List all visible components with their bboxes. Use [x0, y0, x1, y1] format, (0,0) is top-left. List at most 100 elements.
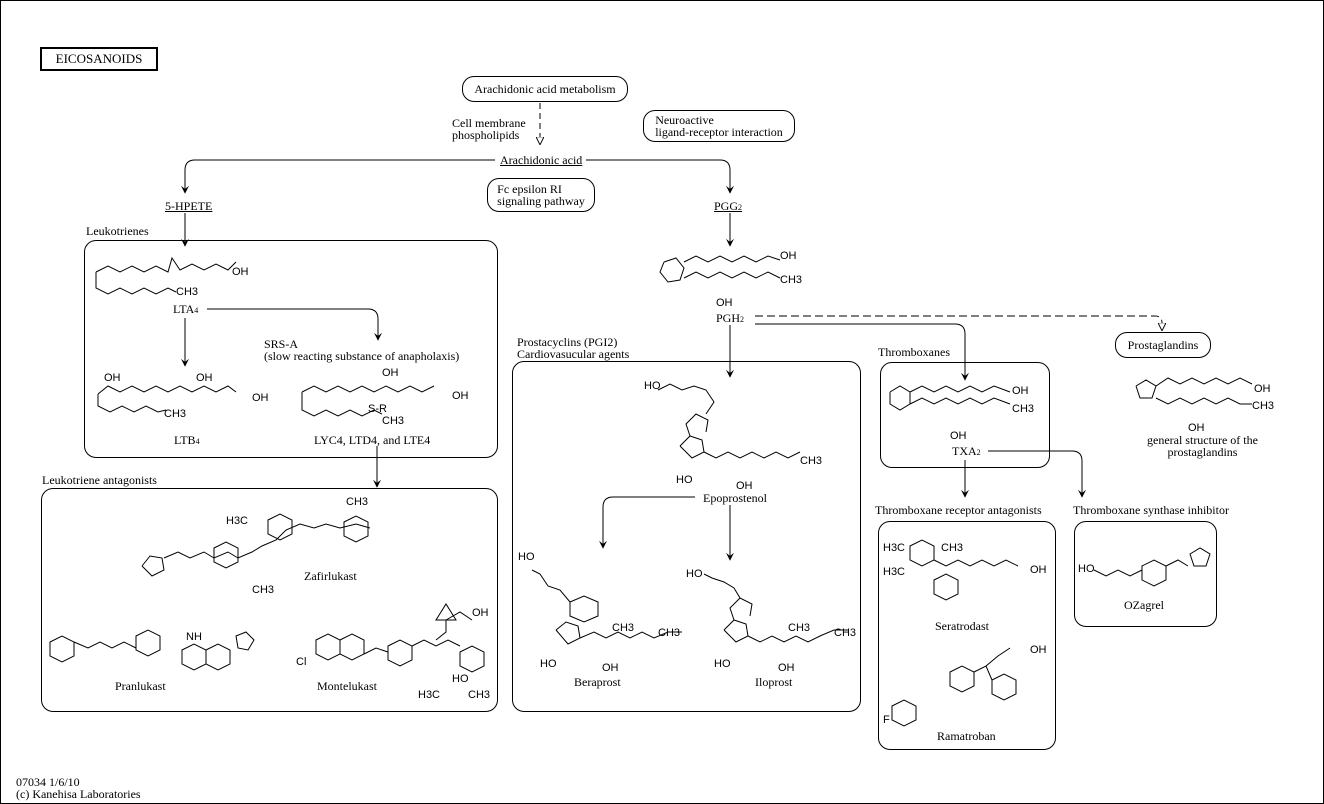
- atom-label-epo-ho: HO: [644, 380, 661, 392]
- atom-label-monte-oh: OH: [472, 607, 489, 619]
- group-box-tx-receptor-antagonists: [878, 521, 1056, 750]
- structures: [49, 255, 1253, 727]
- compound-arachidonic-acid[interactable]: Arachidonic acid: [500, 153, 583, 167]
- map-title: EICOSANOIDS: [40, 47, 158, 71]
- atom-label-ltb4-ch3: CH3: [164, 408, 187, 420]
- group-label-leukotriene-antagonists: Leukotriene antagonists: [42, 473, 157, 487]
- structure-iloprost: [723, 619, 749, 643]
- compound-ltb4[interactable]: LTB4: [174, 434, 200, 448]
- atom-label-ilo-ch3-2: CH3: [834, 627, 857, 639]
- atom-label-zafir-ch3: CH3: [346, 496, 369, 508]
- atom-label-bera-oh: OH: [602, 662, 619, 674]
- group-box-leukotrienes: [84, 240, 498, 458]
- link-fc-epsilon-ri-signaling[interactable]: Fc epsilon RI signaling pathway: [487, 178, 595, 212]
- pgh2-subscript: 2: [740, 315, 745, 324]
- ltb4-subscript: 4: [195, 437, 200, 446]
- label-cell-membrane-phospholipids: Cell membrane phospholipids: [452, 116, 526, 142]
- atom-label-sera-ch3: CH3: [941, 542, 964, 554]
- atom-label-ltc-ch3: CH3: [382, 415, 405, 427]
- structure-ramatroban: [891, 699, 917, 727]
- atom-label-bera-ch3: CH3: [612, 622, 635, 634]
- compound-5-hpete[interactable]: 5-HPETE: [165, 199, 213, 213]
- atom-label-ilo-ho: HO: [686, 568, 703, 580]
- group-box-prostacyclins: [512, 361, 861, 712]
- compound-txa2[interactable]: TXA2: [952, 445, 981, 459]
- group-label-tx-receptor-antagonists: Thromboxane receptor antagonists: [875, 503, 1042, 517]
- structure-beraprost: [569, 595, 599, 623]
- atom-label-monte-ho: HO: [452, 673, 469, 685]
- drug-beraprost[interactable]: Beraprost: [574, 675, 621, 689]
- structure-lta4: [95, 256, 237, 273]
- drug-montelukast[interactable]: Montelukast: [317, 679, 377, 693]
- atom-label-ilo-oh: OH: [778, 662, 795, 674]
- atom-label-ltb4-oh1: OH: [104, 372, 121, 384]
- atom-label-txa2-oh2: OH: [950, 430, 967, 442]
- ltb4-text: LTB: [174, 433, 196, 447]
- compound-pgg2[interactable]: PGG2: [714, 200, 742, 214]
- arrow-aa-to-pgg2: [586, 159, 734, 194]
- atom-label-sera-h3c: H3C: [883, 542, 906, 554]
- atom-label-pgh2-oh: OH: [780, 250, 797, 262]
- atom-label-lta4-oh: OH: [232, 266, 249, 278]
- group-label-thromboxanes: Thromboxanes: [878, 345, 950, 359]
- structure-zafirlukast: [141, 555, 165, 577]
- pgg2-subscript: 2: [738, 203, 743, 212]
- drug-ozagrel[interactable]: OZagrel: [1124, 598, 1164, 612]
- label-srs-a: SRS-A (slow reacting substance of anapho…: [264, 337, 460, 363]
- atom-label-pg-oh2: OH: [1188, 422, 1205, 434]
- link-neuroactive-ligand-receptor[interactable]: Neuroactive ligand-receptor interaction: [643, 110, 795, 142]
- atom-label-epo-oh: OH: [736, 480, 753, 492]
- atom-label-txa2-oh: OH: [1012, 385, 1029, 397]
- group-box-tx-synthase-inhibitor: [1074, 521, 1217, 627]
- atom-label-pgh2-oh2: OH: [716, 297, 733, 309]
- atom-label-monte-ch3: CH3: [468, 689, 491, 701]
- drug-epoprostenol[interactable]: Epoprostenol: [703, 491, 767, 505]
- atom-label-txa2-ch3: CH3: [1012, 403, 1035, 415]
- atom-label-ltc-sr: S-R: [368, 403, 387, 415]
- group-label-tx-synthase-inhibitor: Thromboxane synthase inhibitor: [1073, 503, 1229, 517]
- structure-epoprostenol: [679, 435, 705, 459]
- group-label-prostacyclins: Prostacyclins (PGI2) Cardiovasucular age…: [517, 335, 630, 361]
- drug-pranlukast[interactable]: Pranlukast: [115, 679, 166, 693]
- footer-copyright: (c) Kanehisa Laboratories: [16, 787, 141, 801]
- atom-label-pgh2-ch3: CH3: [780, 274, 803, 286]
- pgh2-text: PGH: [716, 311, 741, 325]
- atom-label-bera-ho: HO: [518, 551, 535, 563]
- arrow-txa2-to-synthase-inhibitor: [988, 450, 1086, 498]
- structure-ozagrel: [1093, 569, 1143, 577]
- atom-label-ilo-ch3: CH3: [788, 622, 811, 634]
- atom-label-pg-ch3: CH3: [1252, 400, 1275, 412]
- atom-label-ltb4-oh2: OH: [196, 372, 213, 384]
- arrow-pgh2-to-prostaglandins: [755, 315, 1162, 330]
- atom-label-ltc-oh1: OH: [382, 367, 399, 379]
- drug-zafirlukast[interactable]: Zafirlukast: [304, 569, 357, 583]
- arrow-aa-to-hpete: [181, 159, 495, 194]
- drug-seratrodast[interactable]: Seratrodast: [935, 619, 989, 633]
- drug-ramatroban[interactable]: Ramatroban: [937, 729, 996, 743]
- atom-label-ltc-oh2: OH: [452, 390, 469, 402]
- atom-label-lta4-ch3: CH3: [176, 286, 199, 298]
- group-label-leukotrienes: Leukotrienes: [86, 224, 149, 238]
- link-arachidonic-acid-metabolism[interactable]: Arachidonic acid metabolism: [462, 76, 628, 102]
- atom-label-epo-ch3: CH3: [800, 455, 823, 467]
- link-prostaglandins[interactable]: Prostaglandins: [1115, 332, 1211, 358]
- atom-label-zafir-ch3-2: CH3: [252, 584, 275, 596]
- atom-label-rama-oh: OH: [1030, 644, 1047, 656]
- drug-iloprost[interactable]: Iloprost: [755, 675, 793, 689]
- atom-label-pran-nh: NH: [186, 631, 202, 643]
- arrow-pgh2-to-txa2: [755, 323, 969, 381]
- compound-cysteinyl-leukotrienes[interactable]: LYC4, LTD4, and LTE4: [314, 433, 431, 447]
- compound-pgh2[interactable]: PGH2: [716, 312, 744, 326]
- lta4-subscript: 4: [194, 306, 199, 315]
- atom-label-ilo-ho2: HO: [714, 658, 731, 670]
- compound-lta4[interactable]: LTA4: [173, 303, 198, 317]
- atom-label-bera-ho2: HO: [540, 658, 557, 670]
- group-box-leukotriene-antagonists: [41, 488, 498, 712]
- structure-ltb4: [97, 385, 237, 395]
- footer-map-id-date: 07034 1/6/10: [16, 775, 80, 789]
- arrow-lta4-to-srsa: [207, 308, 382, 341]
- structure-pranlukast: [49, 635, 75, 663]
- txa2-text: TXA: [952, 444, 977, 458]
- lta4-text: LTA: [173, 302, 195, 316]
